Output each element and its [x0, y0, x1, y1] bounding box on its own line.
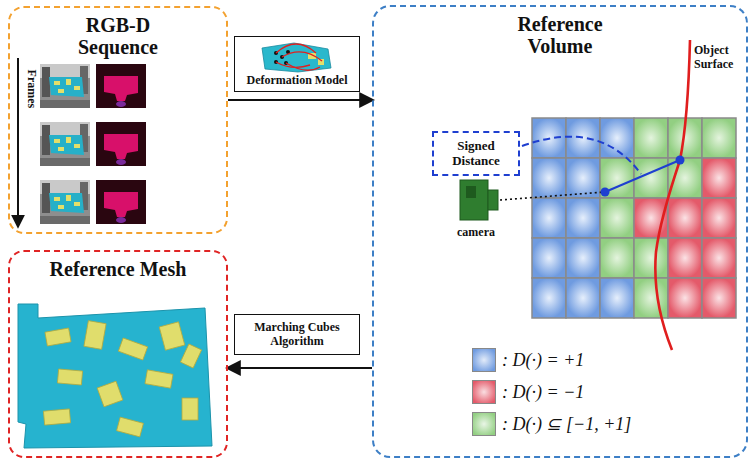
mesh-picture [18, 304, 212, 448]
mask-frame [96, 180, 146, 224]
voxel-outside [566, 238, 600, 278]
voxel-outside [532, 278, 566, 318]
voxel-inside [668, 278, 702, 318]
axis-label: Frames [24, 59, 38, 119]
callout-box: Signed Distance [432, 131, 520, 176]
mesh-panel: Reference Mesh [8, 250, 228, 458]
panel-title: Reference Volume [490, 13, 630, 57]
cloth [262, 43, 331, 72]
panel-title: Reference Mesh [48, 258, 188, 280]
voxel-outside [600, 278, 634, 318]
flow-arrow [228, 99, 372, 101]
voxel-outside [532, 158, 566, 198]
deformation-picture [262, 43, 331, 72]
legend-swatch [472, 412, 496, 436]
voxel-outside [532, 238, 566, 278]
mask-frame [96, 122, 146, 166]
panel-title: RGB-D Sequence [48, 14, 188, 58]
patch [118, 338, 147, 360]
legend-text: : D(·) = +1 [502, 348, 584, 372]
mesh-patches [43, 321, 201, 437]
legend-text: : D(·) ⊆ [−1, +1] [502, 412, 631, 436]
box-label: Marching Cubes Algorithm [238, 320, 356, 349]
camera-body [460, 180, 488, 220]
patch [45, 328, 71, 346]
legend-text: : D(·) = −1 [502, 380, 584, 404]
patch [117, 417, 144, 437]
rgb-frame [40, 180, 90, 224]
camera-detail [466, 186, 476, 198]
surface-point [676, 156, 685, 165]
patch [97, 381, 123, 407]
voxel-inside [702, 278, 736, 318]
legend-swatch [472, 348, 496, 372]
voxel-band [634, 278, 668, 318]
process-box: Deformation Model [234, 36, 360, 92]
voxel-outside [566, 118, 600, 158]
voxel-inside [668, 238, 702, 278]
voxel-inside [702, 158, 736, 198]
process-box: Marching Cubes Algorithm [234, 314, 360, 355]
frames-arrow [17, 58, 19, 226]
voxel-grid [532, 118, 736, 318]
mesh-surface [18, 304, 212, 448]
warp-arrow [282, 52, 322, 61]
patch [43, 409, 70, 425]
leader-line [522, 137, 641, 174]
voxel-inside [702, 238, 736, 278]
voxel-point [601, 188, 610, 197]
voxel-outside [600, 118, 634, 158]
voxel-outside [566, 278, 600, 318]
patch [182, 398, 198, 420]
view-ray [500, 192, 605, 200]
patch [84, 321, 106, 350]
voxel-band [634, 238, 668, 278]
box-label: Deformation Model [238, 73, 356, 87]
patch [145, 370, 173, 388]
sequence-panel: RGB-D Sequence [8, 6, 228, 234]
patch [159, 322, 185, 350]
camera-lens [488, 190, 498, 210]
patch [57, 369, 82, 385]
mask-frame [96, 64, 146, 108]
voxel-band [600, 158, 634, 198]
voxel-inside [702, 198, 736, 238]
legend-swatch [472, 380, 496, 404]
voxel-band [600, 198, 634, 238]
camera-label: camera [446, 226, 506, 240]
rgb-frame [40, 122, 90, 166]
box-label: Signed Distance [437, 139, 515, 169]
voxel-outside [532, 198, 566, 238]
patch [180, 344, 201, 368]
distance-line [605, 160, 680, 192]
voxel-inside [668, 198, 702, 238]
voxel-band [600, 238, 634, 278]
voxel-band [634, 118, 668, 158]
rgb-frame [40, 64, 90, 108]
object-surface-curve [655, 40, 690, 350]
voxel-band [702, 118, 736, 158]
voxel-outside [566, 198, 600, 238]
surface-label: Object Surface [694, 44, 744, 72]
warp-arrow [276, 62, 310, 67]
flow-arrow [228, 367, 372, 369]
